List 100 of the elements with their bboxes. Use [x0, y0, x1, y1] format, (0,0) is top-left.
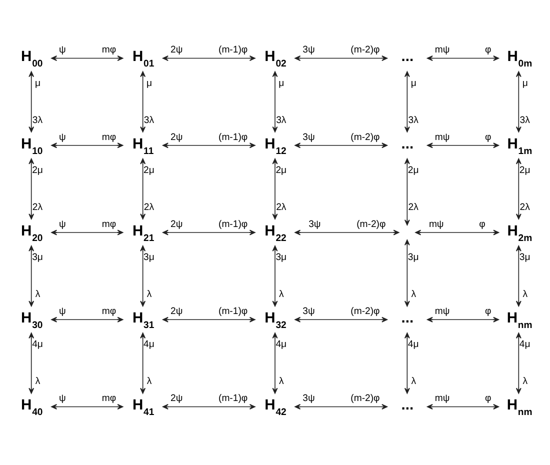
node-text: H$_{42}$: [264, 398, 286, 418]
edge-label: 3λ: [276, 114, 286, 126]
edge-label: λ: [411, 289, 416, 300]
edge-label: 2λ: [144, 202, 154, 213]
node-text: H$_{01}$: [132, 49, 154, 70]
edge-label: 3ψ: [302, 393, 315, 404]
edge-label: φ: [479, 218, 486, 230]
node-text: H$_{0m}$: [507, 49, 532, 70]
edge-label: (m-2)φ: [356, 218, 386, 230]
node-text: ...: [401, 49, 414, 66]
edge-label: mφ: [102, 132, 116, 143]
edge-label: λ: [522, 289, 528, 300]
edge-label: 4μ: [32, 339, 43, 350]
edge-label: mφ: [102, 306, 116, 318]
edge-label: mψ: [428, 218, 444, 230]
edge-label: ψ: [59, 393, 66, 404]
edge-label: φ: [485, 132, 492, 143]
edge-label: μ: [522, 78, 528, 89]
edge-label: 2λ: [276, 202, 286, 213]
edge-label: mφ: [102, 44, 116, 56]
node-text: H$_{12}$: [264, 136, 286, 157]
node-text: H$_{10}$: [21, 136, 43, 157]
edge-label: 2μ: [519, 164, 530, 176]
node-text: H$_{30}$: [21, 310, 43, 332]
edge-label: λ: [522, 376, 528, 388]
edge-label: (m-2)φ: [350, 393, 380, 404]
edge-label: μ: [35, 78, 41, 89]
edge-label: λ: [411, 376, 416, 388]
edge-label: 2μ: [32, 164, 43, 176]
edge-label: 3λ: [32, 114, 43, 126]
node-text: H$_{1m}$: [507, 136, 532, 157]
node-text: H$_{00}$: [21, 49, 43, 70]
edge-label: (m-2)φ: [350, 132, 380, 143]
edge-label: (m-1)φ: [218, 132, 248, 143]
edge-label: 3ψ: [308, 218, 321, 230]
edge-label: (m-2)φ: [350, 306, 380, 318]
edge-label: ψ: [59, 132, 66, 143]
node-text: H$_{nm}$: [506, 310, 532, 332]
node-text: H$_{nm}$: [506, 398, 532, 418]
edge-label: 2ψ: [170, 218, 183, 230]
edge-label: 3λ: [144, 114, 154, 126]
edge-label: 2λ: [520, 202, 530, 213]
edge-label: 2ψ: [170, 306, 183, 318]
edge-label: 4μ: [408, 339, 419, 350]
edge-label: 3μ: [276, 252, 287, 264]
edge-label: 2μ: [276, 164, 287, 176]
edge-label: 3ψ: [302, 306, 315, 318]
edge-label: 4μ: [144, 339, 154, 350]
edge-label: λ: [146, 289, 152, 300]
edge-label: mψ: [434, 306, 450, 318]
edge-label: mψ: [434, 393, 450, 404]
edge-label: 2μ: [144, 164, 154, 176]
edge-label: 2ψ: [170, 393, 183, 404]
edge-label: 3μ: [32, 252, 43, 264]
node-text: H$_{32}$: [264, 310, 286, 332]
edge-label: 2λ: [408, 202, 418, 213]
edge-label: 3ψ: [302, 132, 315, 143]
edge-label: 3μ: [144, 252, 154, 264]
edge-label: (m-1)φ: [218, 218, 248, 230]
edge-label: 2ψ: [170, 44, 183, 56]
node-text: H$_{02}$: [264, 49, 286, 70]
edge-label: mφ: [102, 393, 116, 404]
node-text: H$_{2m}$: [507, 223, 532, 244]
edge-label: μ: [278, 78, 284, 89]
edge-label: (m-1)φ: [218, 306, 248, 318]
edge-label: 3λ: [408, 114, 418, 126]
edge-label: mψ: [434, 132, 450, 143]
node-text: H$_{20}$: [21, 223, 43, 244]
edge-label: mφ: [102, 218, 116, 230]
edge-label: 2ψ: [170, 132, 183, 143]
edge-label: λ: [35, 376, 40, 388]
node-text: ...: [401, 398, 414, 414]
edge-label: φ: [485, 44, 492, 56]
node-text: H$_{21}$: [132, 223, 154, 244]
edge-label: μ: [410, 78, 416, 89]
edge-label: 2μ: [408, 164, 419, 176]
edge-label: λ: [146, 376, 152, 388]
edge-label: 4μ: [519, 339, 530, 350]
edge-label: 2λ: [32, 202, 43, 213]
edge-label: 3μ: [519, 252, 530, 264]
edge-label: (m-1)φ: [218, 44, 248, 56]
edge-label: 3μ: [408, 252, 419, 264]
node-text: H$_{40}$: [21, 398, 43, 418]
edge-label: ψ: [59, 218, 66, 230]
edge-label: μ: [146, 78, 152, 89]
edge-label: (m-1)φ: [218, 393, 248, 404]
edge-label: (m-2)φ: [350, 44, 380, 56]
node-text: H$_{22}$: [264, 223, 286, 244]
edge-label: φ: [485, 393, 492, 404]
edge-label: mψ: [434, 44, 450, 56]
edge-label: 3λ: [520, 114, 530, 126]
edge-label: λ: [279, 376, 284, 388]
node-text: ...: [401, 310, 414, 327]
edge-label: 4μ: [276, 339, 287, 350]
edge-label: ψ: [59, 44, 66, 56]
node-text: H$_{31}$: [132, 310, 154, 332]
node-text: ...: [401, 136, 414, 152]
edge-label: 3ψ: [302, 44, 315, 56]
edge-label: ψ: [59, 306, 66, 318]
edge-label: λ: [279, 289, 284, 300]
